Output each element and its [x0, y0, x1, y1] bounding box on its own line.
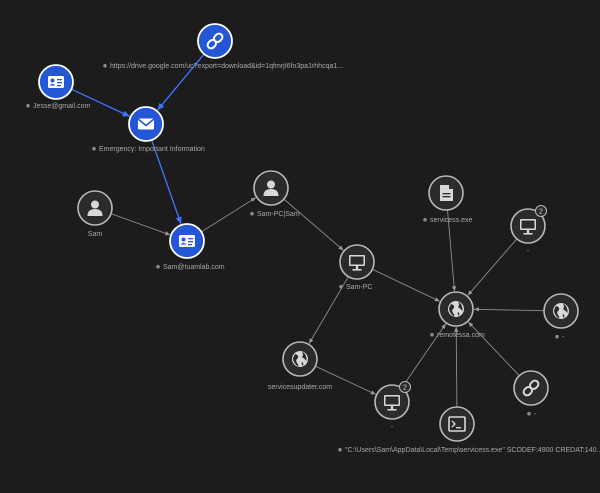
edge-contact_jesse-to-email[interactable] — [71, 88, 130, 117]
node-label: https://drive.google.com/uc?export=downl… — [103, 63, 343, 70]
node-label: - — [391, 424, 394, 431]
node-label-text: - — [534, 411, 537, 418]
contact-card-icon — [179, 235, 195, 247]
person-icon — [87, 200, 103, 216]
graph-node-host_3[interactable]: 2- — [374, 381, 411, 432]
file-icon — [440, 185, 453, 201]
node-label: Sam-PC|Sam — [250, 211, 300, 218]
node-label: servicess.exe — [423, 217, 473, 224]
terminal-icon — [448, 416, 466, 432]
node-label-text: Sam-PC|Sam — [257, 211, 300, 218]
node-label: Sam@tuamlab.com — [156, 264, 225, 271]
edge-domain_updater-to-host_3[interactable] — [315, 365, 376, 395]
graph-node-host_2[interactable]: 2- — [510, 205, 547, 256]
node-label-text: Sam@tuamlab.com — [163, 264, 225, 271]
node-label-text: Emergency: Important Information — [99, 146, 205, 153]
edge-process-to-domain_remote[interactable] — [454, 326, 459, 408]
globe-icon — [553, 303, 569, 319]
graph-node-person_sampc[interactable]: Sam-PC|Sam — [250, 170, 300, 218]
nodes-layer: https://drive.google.com/uc?export=downl… — [26, 23, 600, 454]
node-label-text: Sam — [88, 231, 103, 238]
node-label: Emergency: Important Information — [92, 146, 205, 153]
globe-icon — [292, 351, 308, 367]
graph-node-link2[interactable]: - — [513, 370, 549, 418]
node-label-text: Sam-PC — [346, 284, 372, 291]
node-label-text: https://drive.google.com/uc?export=downl… — [110, 63, 343, 70]
monitor-icon — [384, 395, 400, 411]
edge-host_3-to-domain_remote[interactable] — [401, 323, 447, 389]
edge-person_sampc-to-host_sampc[interactable] — [283, 198, 344, 251]
node-label: Jesse@gmail.com — [26, 103, 90, 110]
edge-link2-to-domain_remote[interactable] — [468, 321, 520, 377]
node-label: - — [527, 411, 537, 418]
link-icon — [206, 32, 224, 50]
node-label: remotessa.com — [430, 332, 485, 339]
node-label: Sam — [88, 231, 103, 238]
node-label: servicesupdater.com — [268, 384, 332, 391]
node-label-text: servicess.exe — [430, 217, 473, 224]
graph-node-email[interactable]: Emergency: Important Information — [92, 106, 205, 153]
node-label-text: - — [391, 424, 394, 431]
edge-host_2-to-domain_remote[interactable] — [467, 238, 518, 296]
edges-layer — [71, 53, 545, 408]
graph-node-file_svc[interactable]: servicess.exe — [423, 175, 473, 224]
edge-file_svc-to-domain_remote[interactable] — [447, 209, 457, 292]
graph-node-process[interactable]: "C:\Users\Sam\AppData\Local\Temp\service… — [338, 406, 600, 454]
graph-node-person_sam[interactable]: Sam — [77, 190, 113, 238]
link-icon — [522, 379, 540, 397]
graph-node-domain_updater[interactable]: servicesupdater.com — [268, 341, 332, 391]
count-badge-text: 2 — [539, 209, 543, 216]
node-label-text: "C:\Users\Sam\AppData\Local\Temp\service… — [345, 447, 600, 454]
count-badge: 2 — [399, 381, 411, 393]
node-label: - — [555, 334, 565, 341]
graph-node-link1[interactable]: https://drive.google.com/uc?export=downl… — [103, 23, 343, 70]
contact-card-icon — [48, 76, 64, 88]
edge-domain_dash-to-domain_remote[interactable] — [473, 307, 545, 312]
node-label-text: Jesse@gmail.com — [33, 103, 90, 110]
edge-link1-to-email[interactable] — [156, 53, 205, 111]
edge-person_sam-to-contact_sam[interactable] — [110, 213, 171, 236]
node-label-text: - — [527, 248, 530, 255]
node-label: "C:\Users\Sam\AppData\Local\Temp\service… — [338, 447, 600, 454]
edge-email-to-contact_sam[interactable] — [150, 139, 182, 225]
globe-icon — [448, 301, 464, 317]
graph-node-contact_jesse[interactable]: Jesse@gmail.com — [26, 64, 90, 110]
node-circle[interactable] — [439, 406, 475, 442]
person-icon — [263, 180, 279, 196]
node-label-text: remotessa.com — [437, 332, 485, 339]
envelope-icon — [137, 118, 155, 130]
graph-node-contact_sam[interactable]: Sam@tuamlab.com — [156, 223, 225, 271]
monitor-icon — [349, 255, 365, 271]
node-label-text: servicesupdater.com — [268, 384, 332, 391]
node-label-text: - — [562, 334, 565, 341]
edge-host_sampc-to-domain_remote[interactable] — [372, 268, 440, 302]
node-label: - — [527, 248, 530, 255]
edge-contact_sam-to-person_sampc[interactable] — [201, 197, 257, 233]
count-badge: 2 — [535, 205, 547, 217]
graph-node-domain_dash[interactable]: - — [543, 293, 579, 341]
count-badge-text: 2 — [403, 385, 407, 392]
node-label: Sam-PC — [339, 284, 372, 291]
graph-node-host_sampc[interactable]: Sam-PC — [339, 244, 375, 291]
graph-node-domain_remote[interactable]: remotessa.com — [430, 291, 485, 339]
monitor-icon — [520, 219, 536, 235]
